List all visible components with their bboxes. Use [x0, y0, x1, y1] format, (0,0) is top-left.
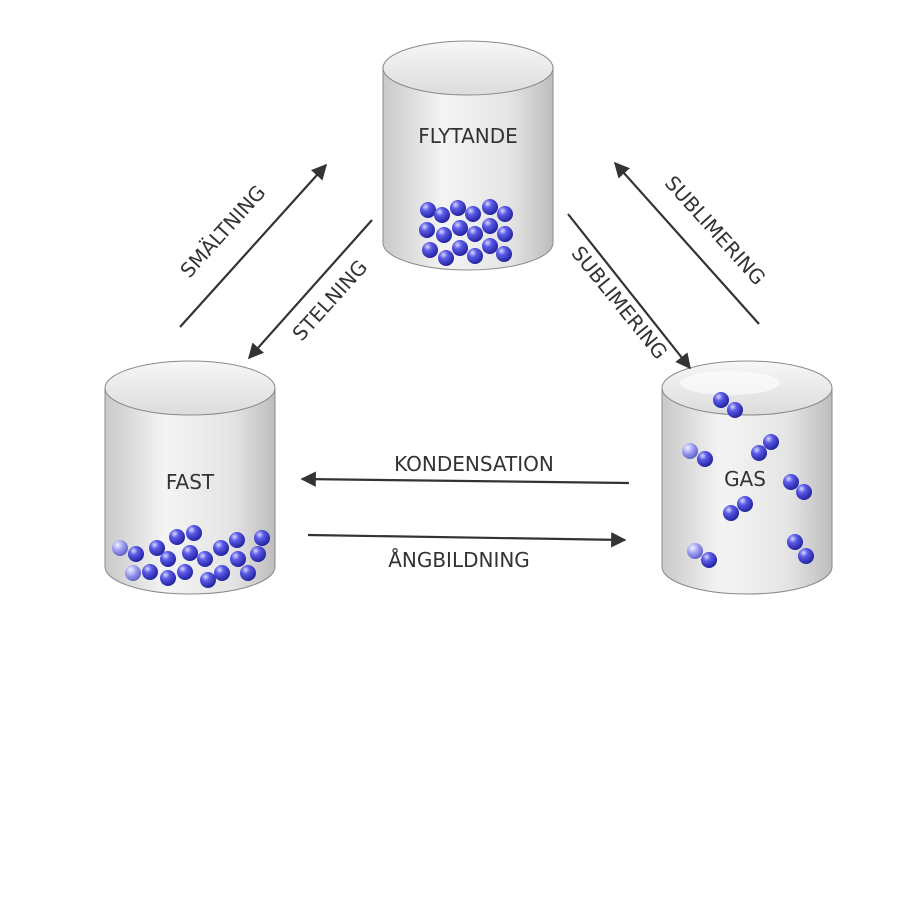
vaporization-arrow	[307, 532, 627, 548]
solid-container: FAST	[104, 360, 276, 595]
sublimation-down-arrow	[567, 213, 691, 370]
condensation-label: KONDENSATION	[394, 452, 554, 476]
freezing-arrow	[247, 219, 373, 360]
solid-particles	[112, 525, 270, 588]
sublimation-up-arrow	[613, 161, 760, 325]
melting-label: SMÄLTNING	[175, 180, 270, 282]
melting-arrow	[179, 163, 328, 328]
solid-label: FAST	[166, 470, 215, 494]
vaporization-label: ÅNGBILDNING	[388, 548, 530, 572]
condensation-arrow	[300, 471, 630, 487]
gas-label: GAS	[724, 467, 766, 491]
liquid-particles	[419, 199, 513, 266]
sublimation-down-label: SUBLIMERING	[567, 241, 673, 364]
liquid-container: FLYTANDE	[382, 40, 554, 271]
liquid-label: FLYTANDE	[418, 124, 518, 148]
gas-particles	[682, 392, 814, 568]
gas-container: GAS	[661, 360, 833, 595]
